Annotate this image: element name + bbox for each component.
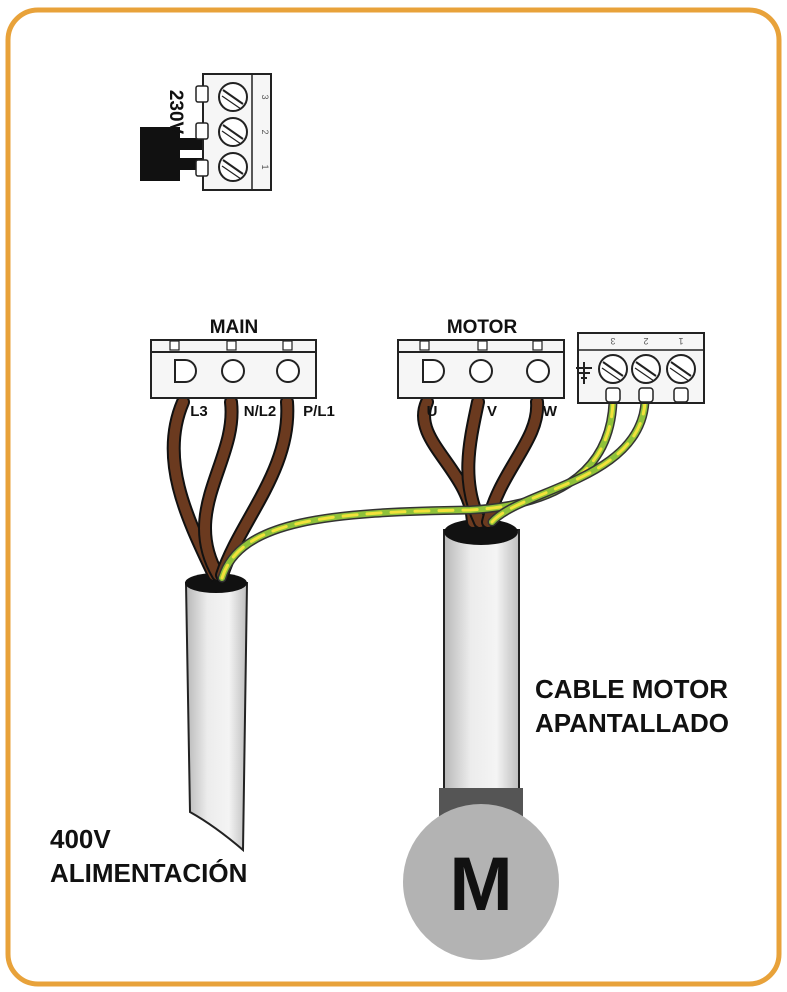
supply-voltage-label: 400V xyxy=(50,824,111,854)
motor-cable-label-line2: APANTALLADO xyxy=(535,708,729,738)
selector-pin-label: 3 xyxy=(260,94,270,99)
motor-label: M xyxy=(449,842,512,927)
earth-pin-label: 3 xyxy=(610,336,615,346)
motor-terminal-label: U xyxy=(427,403,438,420)
motor-cable xyxy=(439,519,523,821)
selector-pin-label: 2 xyxy=(260,129,270,134)
motor: M xyxy=(403,804,559,960)
supply-label: ALIMENTACIÓN xyxy=(50,858,247,888)
motor-terminal-label: V xyxy=(487,403,497,420)
main-terminal-label: L3 xyxy=(190,403,208,420)
motor-cable-label-line1: CABLE MOTOR xyxy=(535,674,728,704)
earth-pin-label: 2 xyxy=(643,336,648,346)
main-terminal-label: N/L2 xyxy=(244,403,277,420)
ground-icon xyxy=(576,362,592,384)
earth-pin-label: 1 xyxy=(678,336,683,346)
voltage-selector-label: 230V xyxy=(165,90,186,135)
selector-pin-label: 1 xyxy=(260,164,270,169)
motor-terminal-block xyxy=(397,339,565,399)
voltage-selector-connector: 3 2 1 xyxy=(140,73,272,191)
main-terminal-label: P/L1 xyxy=(303,403,335,420)
earth-terminal-block xyxy=(576,332,705,404)
main-terminal-block xyxy=(150,339,317,399)
diagram-frame xyxy=(5,7,782,987)
motor-block-title: MOTOR xyxy=(447,317,518,338)
earth-wires xyxy=(217,397,650,583)
motor-terminal-label: W xyxy=(543,403,558,420)
supply-cable xyxy=(184,573,249,853)
main-block-title: MAIN xyxy=(210,317,259,338)
